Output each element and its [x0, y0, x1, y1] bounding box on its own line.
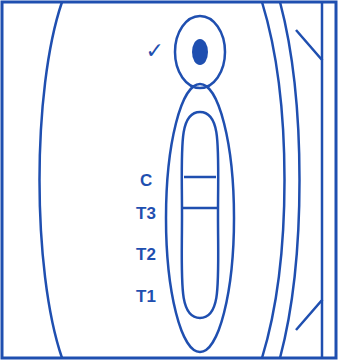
- test-line-label: T1: [136, 288, 156, 305]
- test-line-label: T3: [136, 205, 156, 222]
- control-line-label: C: [140, 172, 152, 189]
- check-mark-label: ✓: [146, 40, 164, 62]
- test-line-label: T2: [136, 246, 156, 263]
